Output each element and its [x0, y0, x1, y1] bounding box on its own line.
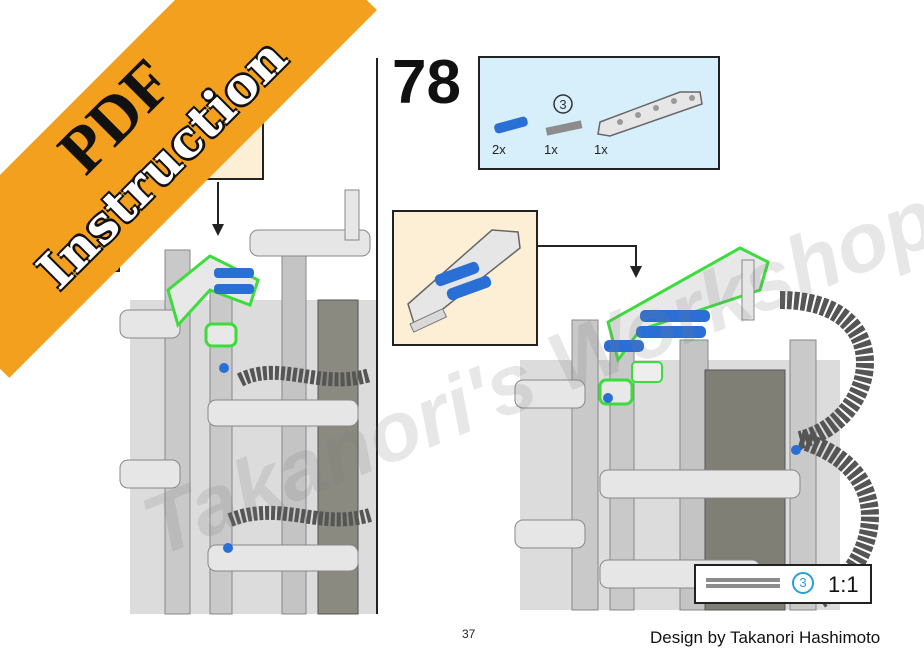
axle-length-label: 3	[559, 97, 566, 112]
scale-ratio: 1:1	[828, 572, 859, 597]
step-number: 78	[392, 48, 461, 117]
left-model-icon	[119, 189, 376, 615]
blue-axle-pin-icon	[494, 116, 528, 134]
page-divider	[376, 58, 378, 614]
scale-axle-label: 3	[792, 572, 814, 594]
right-model-icon	[514, 246, 879, 611]
designer-credit: Design by Takanori Hashimoto	[650, 628, 881, 647]
part-qty-liftarm: 1x	[594, 142, 608, 157]
part-qty-blue-pin: 2x	[492, 142, 506, 157]
parts-list-icons: 3	[494, 91, 703, 137]
page-number: 37	[462, 627, 476, 641]
parts-list: 3 2x 1x 1x	[478, 56, 720, 170]
axle-scale-icon	[706, 578, 780, 588]
gray-axle-3-icon: 3	[545, 94, 583, 136]
scale-reference: 3 1:1	[694, 564, 872, 604]
liftarm-assembly-icon	[407, 229, 521, 333]
gray-bent-liftarm-icon	[597, 91, 703, 137]
part-qty-axle: 1x	[544, 142, 558, 157]
right-callout-box	[392, 210, 538, 346]
